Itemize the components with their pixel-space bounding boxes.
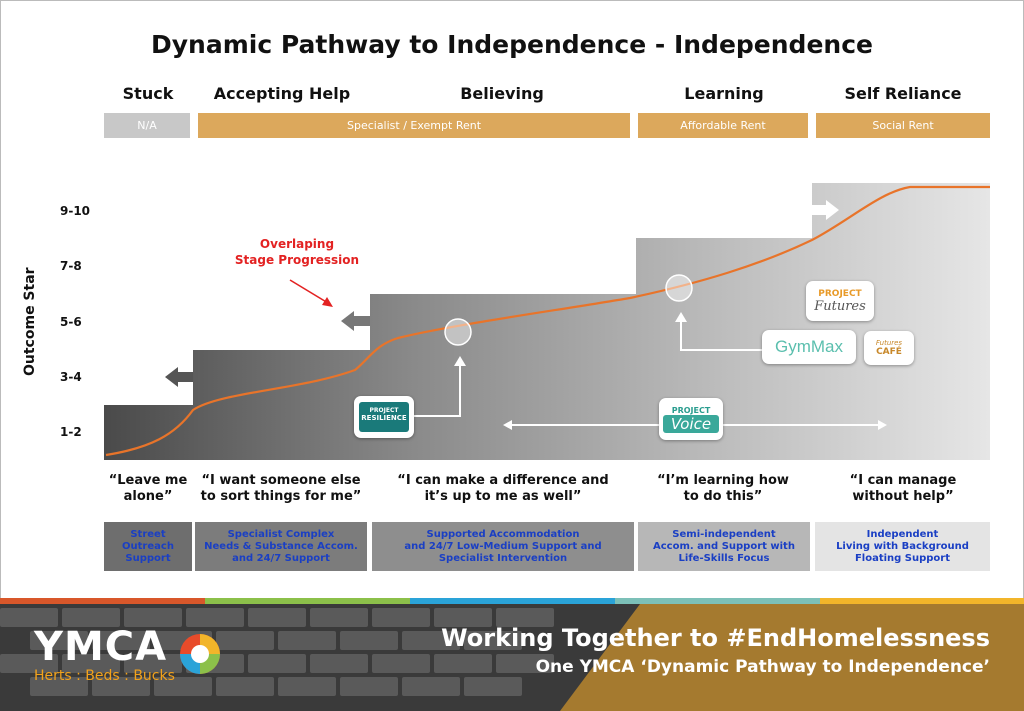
service-line: Independent	[866, 528, 939, 540]
ymca-logo: YMCA	[34, 624, 168, 670]
footer-subline: One YMCA ‘Dynamic Pathway to Independenc…	[535, 657, 990, 677]
rent-bar-affordable: Affordable Rent	[638, 113, 808, 138]
service-line: Accom. and Support with	[653, 540, 795, 552]
resilience-logo-main: RESILIENCE	[361, 414, 407, 422]
cafe-logo-main: CAFÉ	[876, 347, 902, 357]
y-tick-5-6: 5-6	[60, 315, 82, 329]
color-stripe	[820, 598, 1024, 604]
quote-stuck: “Leave me alone”	[104, 473, 192, 505]
stage-label-self-reliance: Self Reliance	[844, 84, 962, 103]
color-stripe	[0, 598, 205, 604]
color-wheel-icon	[180, 634, 220, 674]
quote-line: it’s up to me as well”	[424, 489, 582, 504]
quote-self-reliance: “I can manage without help”	[816, 473, 990, 505]
progress-curve	[105, 185, 990, 457]
footer-banner	[0, 598, 1024, 711]
connector-line	[410, 362, 461, 417]
service-line: Supported Accommodation	[426, 528, 580, 540]
service-line: Living with Background	[836, 540, 969, 552]
service-line: Life-Skills Focus	[678, 552, 770, 564]
rent-bar-social: Social Rent	[816, 113, 990, 138]
service-line: and 24/7 Low-Medium Support and	[404, 540, 602, 552]
quote-line: to sort things for me”	[200, 489, 362, 504]
y-tick-1-2: 1-2	[60, 425, 82, 439]
quote-line: “I can manage	[849, 473, 957, 488]
rent-bar-specialist: Specialist / Exempt Rent	[198, 113, 630, 138]
service-line: Specialist Complex	[227, 528, 335, 540]
service-line: Outreach	[122, 540, 174, 552]
service-line: Support	[125, 552, 171, 564]
y-tick-9-10: 9-10	[60, 204, 91, 218]
service-line: Specialist Intervention	[438, 552, 568, 564]
resilience-logo-top: PROJECT	[369, 407, 399, 414]
project-futures-logo: PROJECT Futures	[806, 281, 874, 321]
voice-logo-main: Voice	[662, 414, 720, 433]
page-title: Dynamic Pathway to Independence - Indepe…	[151, 30, 873, 59]
progress-marker	[444, 318, 472, 346]
y-tick-3-4: 3-4	[60, 370, 82, 384]
y-tick-7-8: 7-8	[60, 259, 82, 273]
quote-line: “Leave me	[108, 473, 188, 488]
quote-line: alone”	[123, 489, 173, 504]
service-line: Needs & Substance Accom.	[204, 540, 358, 552]
voice-logo-top: PROJECT	[671, 405, 711, 415]
rent-bar-na: N/A	[104, 113, 190, 138]
ymca-region: Herts : Beds : Bucks	[34, 668, 175, 684]
service-line: Floating Support	[854, 552, 951, 564]
overlapping-annotation: Overlaping Stage Progression	[222, 236, 372, 268]
quote-learning: “I’m learning how to do this”	[638, 473, 808, 505]
quote-line: to do this”	[683, 489, 763, 504]
gymmax-logo: GymMax	[762, 330, 856, 364]
left-arrow-icon	[607, 256, 636, 276]
double-arrow-icon	[783, 200, 839, 220]
stage-label-learning: Learning	[684, 84, 764, 103]
stage-label-believing: Believing	[460, 84, 544, 103]
stage-label-stuck: Stuck	[122, 84, 174, 103]
left-arrow-icon	[341, 311, 370, 331]
futures-logo-main: Futures	[814, 298, 866, 314]
quote-line: “I’m learning how	[657, 473, 789, 488]
staircase-steps	[104, 183, 990, 460]
stage-label-accepting-help: Accepting Help	[213, 84, 351, 103]
color-stripe	[205, 598, 410, 604]
quote-line: “I can make a difference and	[397, 473, 609, 488]
connector-line	[680, 318, 762, 351]
color-stripe	[615, 598, 820, 604]
service-line: Street	[130, 528, 166, 540]
quote-accepting-help: “I want someone else to sort things for …	[196, 473, 366, 505]
gymmax-logo-main: GymMax	[775, 337, 843, 356]
footer-gold-panel	[560, 604, 1024, 711]
futures-logo-top: PROJECT	[818, 288, 862, 299]
annotation-line2: Stage Progression	[234, 253, 360, 267]
quote-line: “I want someone else	[201, 473, 361, 488]
service-line: Semi-independent	[672, 528, 776, 540]
futures-cafe-logo: Futures CAFÉ	[864, 331, 914, 365]
project-voice-logo: PROJECT Voice	[659, 398, 723, 440]
quote-believing: “I can make a difference and it’s up to …	[372, 473, 634, 505]
color-stripe	[410, 598, 615, 604]
progress-marker	[665, 274, 693, 302]
footer-headline: Working Together to #EndHomelessness	[441, 624, 990, 652]
left-arrow-icon	[165, 367, 193, 387]
annotation-arrow	[289, 279, 329, 304]
cafe-logo-top: Futures	[875, 339, 903, 347]
quote-line: without help”	[852, 489, 954, 504]
annotation-line1: Overlaping	[259, 237, 335, 251]
service-line: and 24/7 Support	[232, 552, 330, 564]
project-resilience-logo: PROJECT RESILIENCE	[354, 396, 414, 438]
